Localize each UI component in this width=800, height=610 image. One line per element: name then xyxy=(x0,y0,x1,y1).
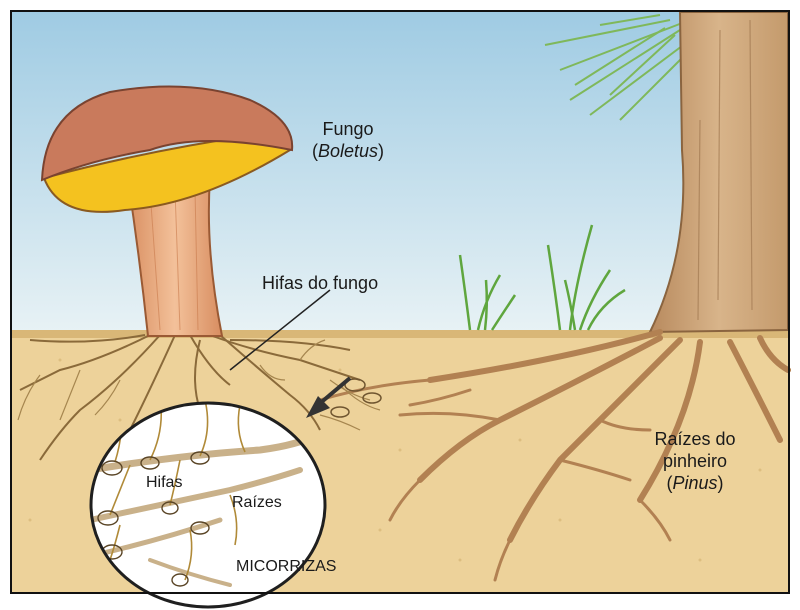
fungus-hyphae-label: Hifas do fungo xyxy=(262,272,378,294)
pine-roots-label: Raízes do pinheiro (Pinus) xyxy=(640,428,750,494)
inset-hyphae-label: Hifas xyxy=(146,472,182,494)
inset-title: MICORRIZAS xyxy=(236,556,336,578)
fungus-genus: Boletus xyxy=(318,141,378,161)
pine-genus: Pinus xyxy=(672,473,717,493)
fungus-label: Fungo (Boletus) xyxy=(300,118,396,162)
inset-roots-label: Raízes xyxy=(232,492,282,514)
fungus-name: Fungo xyxy=(300,118,396,140)
